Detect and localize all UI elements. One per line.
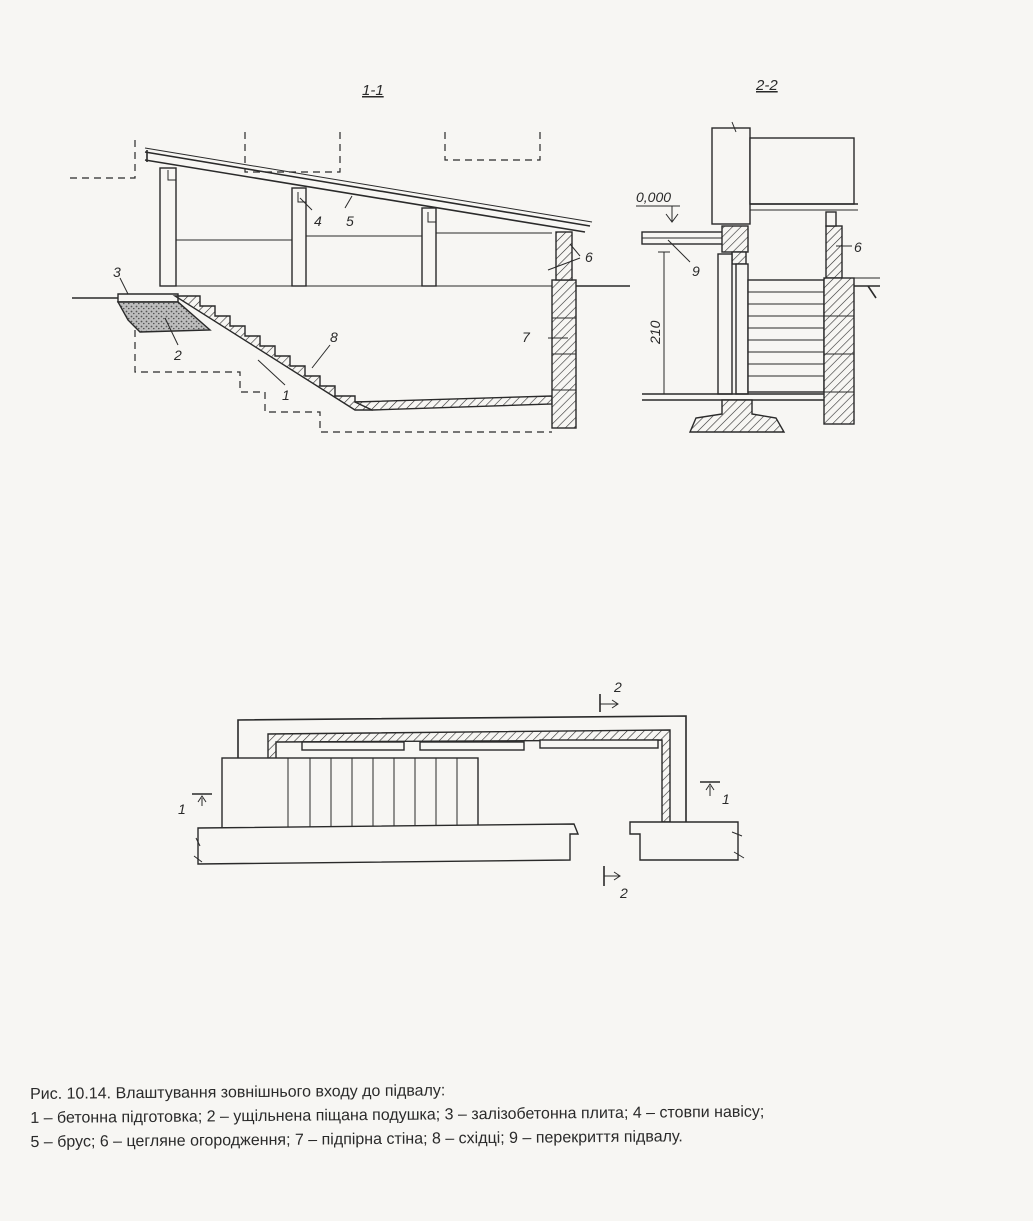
section-title-1-1: 1-1 [362,82,384,99]
brick-parapet [555,231,573,281]
leaders-1-1 [119,195,581,386]
callout-8: 8 [330,329,338,345]
marker-1-left: 1 [178,801,186,817]
dimension-210: 210 [647,320,663,345]
section-marker-2-top [599,694,619,712]
marker-1-right: 1 [722,791,730,807]
house-wall-right-plan [629,821,739,861]
stairs [172,295,373,411]
callout-7: 7 [522,329,531,345]
basement-floor [354,395,553,411]
callout-6-2-2: 6 [854,239,862,255]
callout-6: 6 [585,249,593,265]
marker-2-top: 2 [613,679,622,695]
section-2-2: 2-2 0,000 [636,77,880,433]
section-1-1: 1-1 [70,82,630,433]
marker-2-bottom: 2 [619,885,628,901]
dimension-line [658,251,670,395]
house-wall [711,127,751,225]
canopy-outline-plan [237,715,687,822]
canopy-roof-top-line [144,147,593,223]
callout-9: 9 [692,263,700,279]
footing [688,399,786,433]
sand-cushion [116,301,212,333]
figure-caption: Рис. 10.14. Влаштування зовнішнього вход… [30,1074,1021,1155]
basement-wall [717,253,733,395]
callout-2: 2 [173,347,182,363]
callout-1: 1 [282,387,290,403]
concrete-preparation-dashed [134,330,552,433]
section-marker-1-left [192,793,212,806]
canopy-box [749,137,855,205]
brick-parapet-2-2 [825,225,843,279]
stair-treads-2-2 [747,279,825,393]
section-title-2-2: 2-2 [755,77,778,94]
canopy-posts [159,167,552,287]
section-marker-1-right [700,781,720,796]
retaining-wall [551,279,577,429]
house-wall-left-plan [197,823,580,865]
basement-floor-2-2 [642,393,824,401]
retaining-wall-2-2 [823,277,855,425]
plan-view: 1 1 2 2 [178,679,745,901]
callout-5: 5 [346,213,354,229]
callout-4: 4 [314,213,322,229]
rc-slab [117,293,179,303]
callout-3: 3 [113,264,121,280]
elevation-label: 0,000 [636,189,671,205]
section-marker-2-bottom [603,866,621,886]
building-outline-dashed [70,130,541,179]
canopy-roof-beam [144,150,591,233]
stair-steps-plan [221,757,479,829]
